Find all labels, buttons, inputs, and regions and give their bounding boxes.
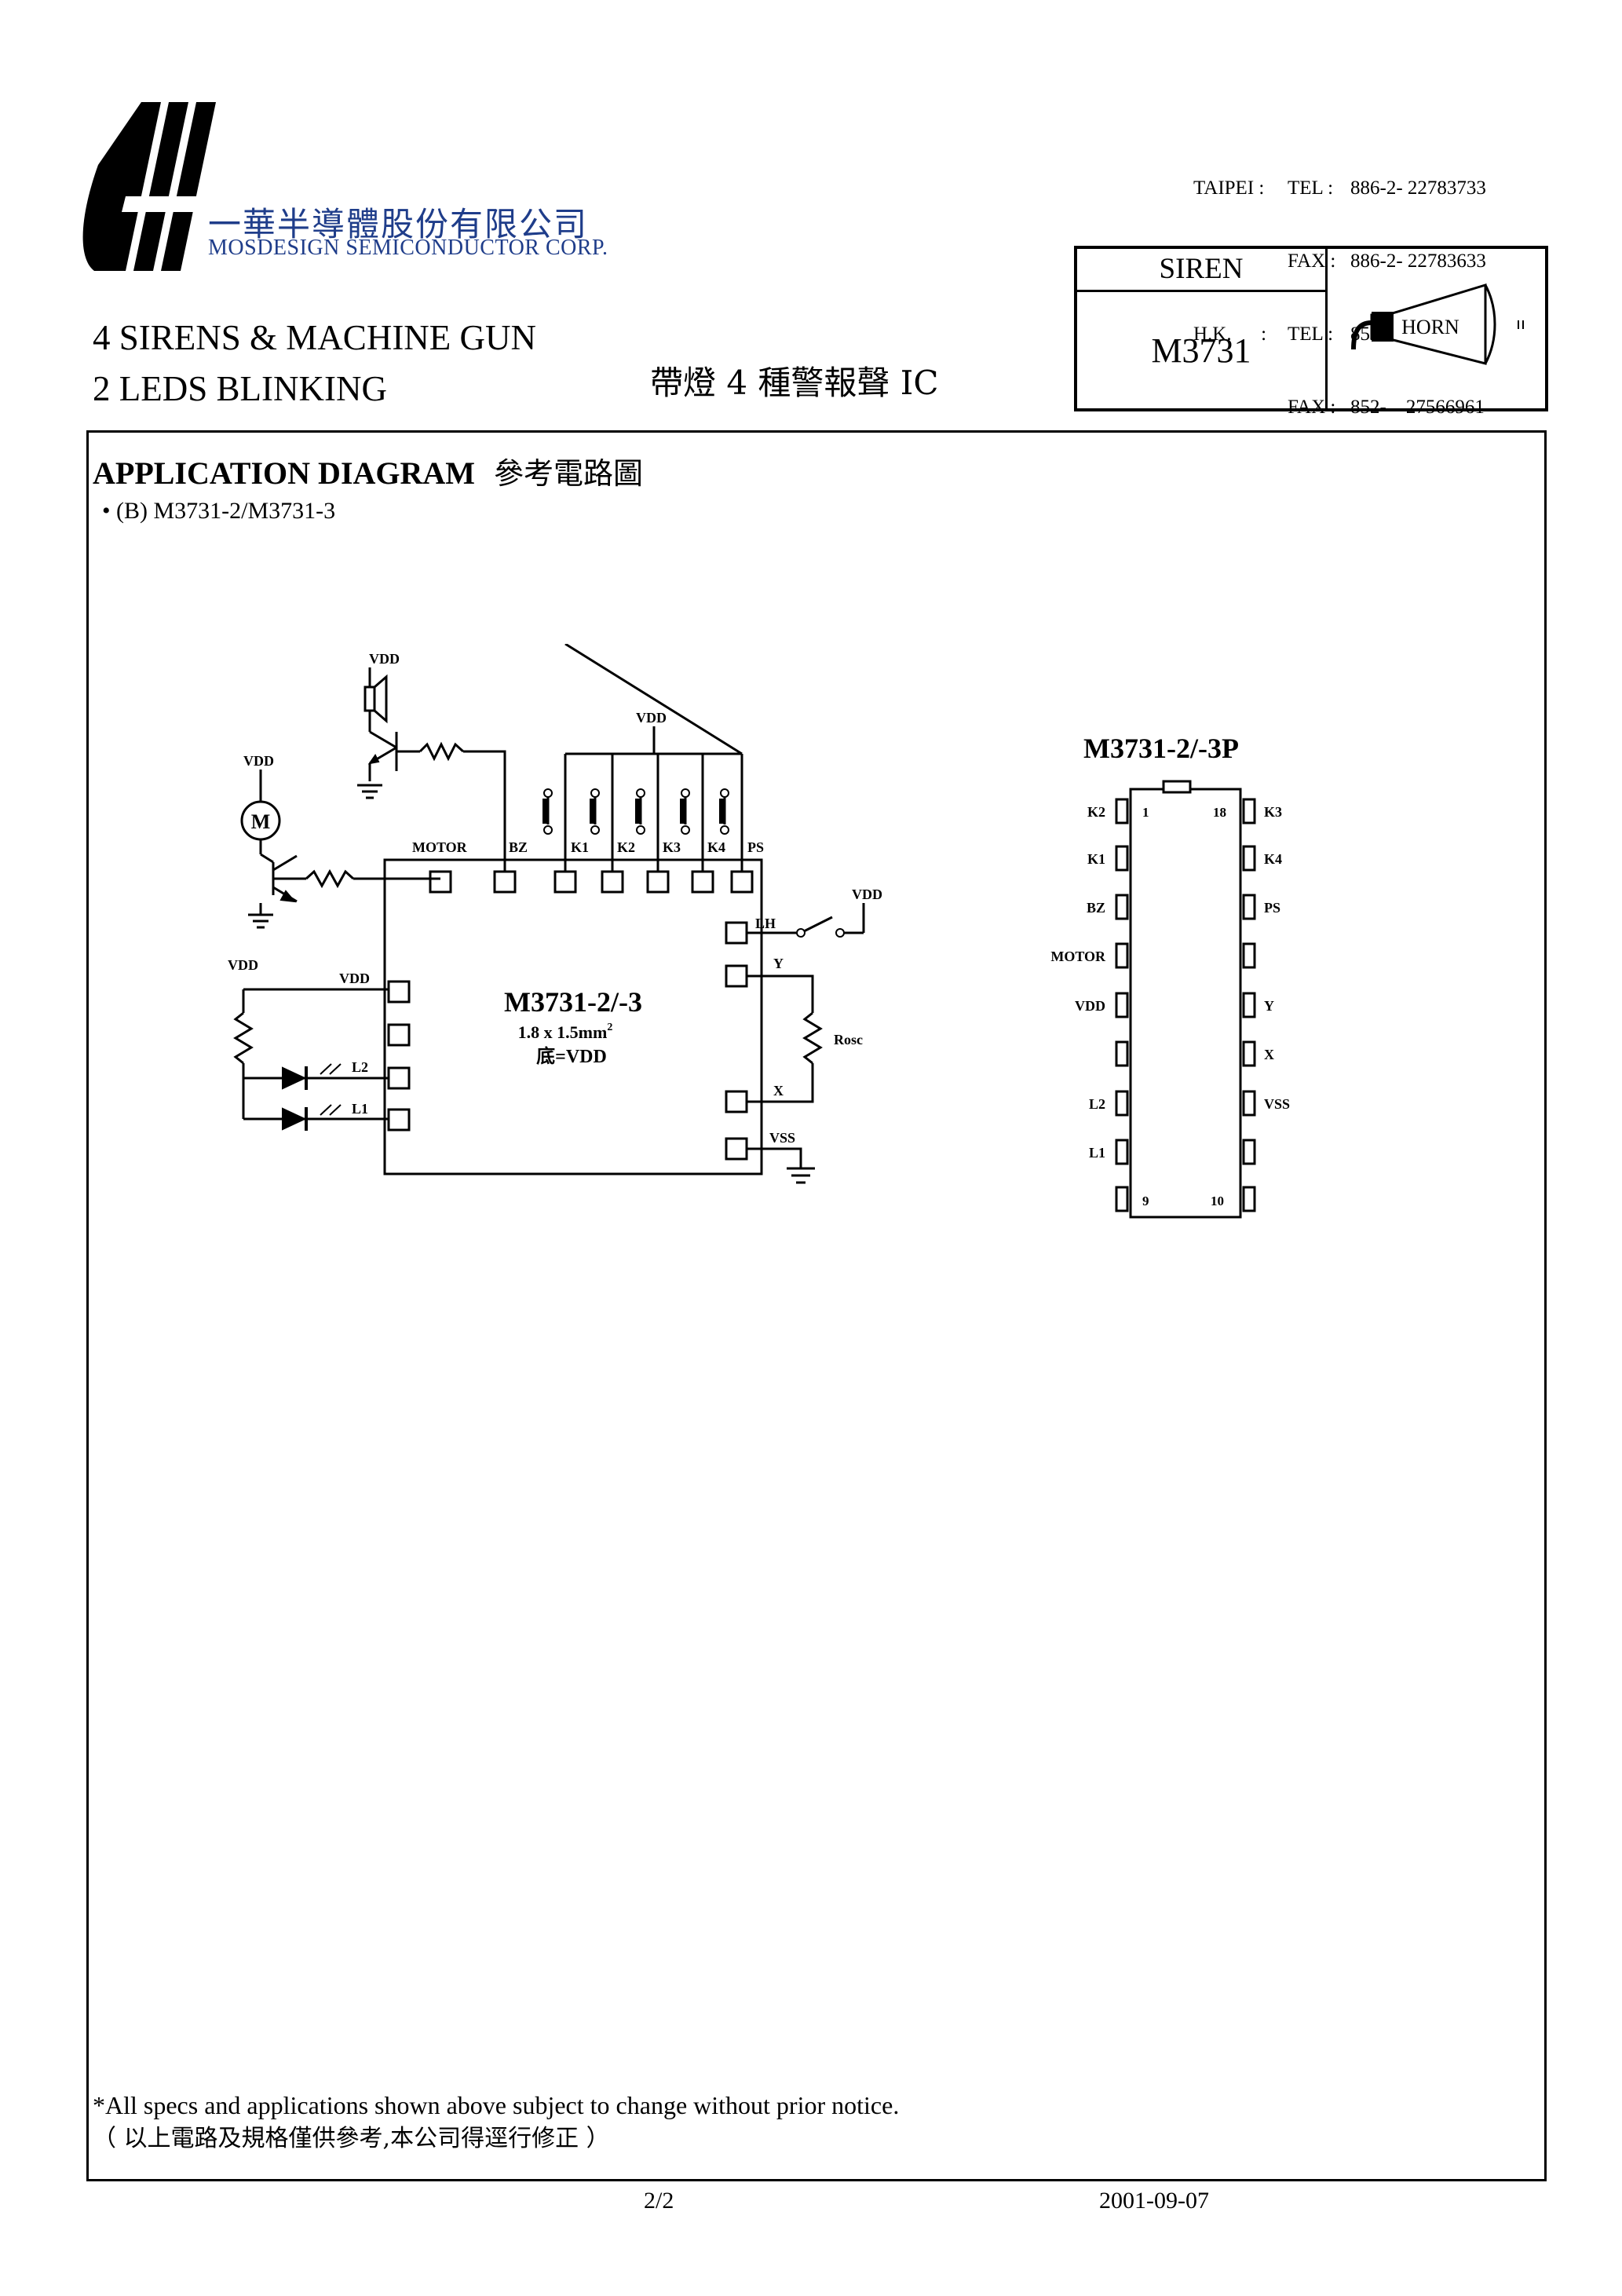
pin-left-3: BZ [1087, 900, 1105, 916]
pin-number-10: 10 [1211, 1194, 1224, 1208]
pin-left-8: L1 [1089, 1145, 1105, 1161]
pad-y [725, 964, 748, 988]
pad-label-l1: L1 [352, 1101, 368, 1117]
contact-block: TAIPEI :TEL :886-2- 22783733 FAX :886-2-… [1193, 177, 1486, 418]
pin-number-9: 9 [1142, 1194, 1149, 1208]
pin-left-4: MOTOR [1050, 949, 1106, 964]
label-vdd-lh: VDD [852, 887, 882, 902]
pin-number-1: 1 [1142, 805, 1149, 820]
pad-label-vdd: VDD [339, 971, 370, 986]
pad-label-vss: VSS [769, 1130, 795, 1146]
pin-left-5: VDD [1075, 998, 1105, 1014]
pad-label-l2: L2 [352, 1059, 368, 1075]
pad-k1 [553, 870, 577, 894]
title-line-1: 4 SIRENS & MACHINE GUN [93, 318, 537, 357]
chip-body [383, 858, 763, 1175]
product-category: SIREN [1077, 249, 1325, 292]
pad-motor [429, 870, 452, 894]
company-logo [82, 102, 216, 271]
pin-right-16: PS [1264, 900, 1280, 916]
pad-label-y: Y [773, 956, 784, 971]
pin-left-1: K2 [1087, 804, 1105, 820]
pad-bz [493, 870, 517, 894]
dip-left-pins [1115, 798, 1129, 1212]
pad-k3 [646, 870, 670, 894]
product-divider [1325, 249, 1328, 408]
label-rosc: Rosc [834, 1032, 863, 1047]
content-frame [86, 430, 1547, 2181]
pad-label-k1: K1 [571, 839, 589, 855]
dip-pinout: K2 K1 BZ MOTOR VDD L2 L1 K3 K4 PS Y X VS… [1050, 780, 1290, 1219]
application-schematic: VDD M VDD VDD VDD VDD MOTOR BZ K1 K2 K3 … [228, 644, 882, 1184]
document-date: 2001-09-07 [1099, 2188, 1209, 2214]
product-box: SIREN M3731 HORN [1074, 246, 1548, 411]
pad-label-k2: K2 [617, 839, 635, 855]
pad-vss [725, 1137, 748, 1161]
pad-label-motor: MOTOR [412, 839, 468, 855]
section-bullet: • (B) M3731-2/M3731-3 [102, 498, 336, 524]
motor-label: M [251, 810, 271, 833]
pad-label-x: X [773, 1083, 784, 1099]
pin-left-7: L2 [1089, 1096, 1105, 1112]
label-vdd-led: VDD [228, 957, 258, 973]
pad-label-k3: K3 [663, 839, 681, 855]
pad-label-bz: BZ [509, 839, 528, 855]
pin-right-17: K4 [1264, 851, 1282, 867]
label-vdd-buzzer: VDD [369, 651, 400, 667]
pad-nc [387, 1023, 411, 1047]
chip-name: M3731-2/-3 [504, 986, 642, 1018]
horn-label: HORN [1401, 316, 1459, 338]
pad-l2 [387, 1066, 411, 1090]
section-title: APPLICATION DIAGRAM 參考電路圖 [93, 455, 644, 491]
pad-label-k4: K4 [707, 839, 725, 855]
chip-size: 1.8 x 1.5mm2 [518, 1022, 613, 1042]
pad-label-ps: PS [747, 839, 764, 855]
pad-label-lh: LH [755, 916, 776, 931]
title-cn: 帶燈 4 種警報聲 IC [650, 364, 939, 402]
disclaimer-en: *All specs and applications shown above … [93, 2091, 900, 2119]
speaker-symbol [363, 686, 376, 712]
dip-right-pins [1242, 798, 1256, 1212]
pin-number-18: 18 [1213, 805, 1226, 820]
dip-body [1129, 788, 1242, 1219]
title-line-2: 2 LEDS BLINKING [93, 369, 387, 408]
pin-right-13: X [1264, 1047, 1274, 1062]
pad-vdd [387, 980, 411, 1004]
page-number: 2/2 [644, 2188, 674, 2214]
horn-icon: HORN [1351, 283, 1524, 365]
pin-right-18: K3 [1264, 804, 1282, 820]
pad-l1 [387, 1108, 411, 1132]
label-vdd-keys: VDD [636, 710, 667, 726]
company-name-cn: 一華半導體股份有限公司 [208, 205, 589, 243]
disclaimer-cn: （ 以上電路及規格僅供參考,本公司得逕行修正 ） [93, 2125, 610, 2152]
pin-left-2: K1 [1087, 851, 1105, 867]
label-vdd-motor: VDD [243, 753, 274, 769]
section-title-cn: 參考電路圖 [494, 456, 644, 491]
dip-notch [1162, 780, 1192, 794]
chip-substrate: 底=VDD [536, 1045, 607, 1067]
pad-ps [730, 870, 754, 894]
pad-x [725, 1090, 748, 1113]
company-name-en: MOSDESIGN SEMICONDUCTOR CORP. [208, 236, 608, 260]
pinout-title: M3731-2/-3P [1083, 733, 1239, 764]
pad-lh [725, 921, 748, 945]
pad-k4 [691, 870, 714, 894]
pad-k2 [601, 870, 624, 894]
pin-right-14: Y [1264, 998, 1274, 1014]
pin-right-12: VSS [1264, 1096, 1290, 1112]
product-part: M3731 [1151, 331, 1251, 370]
